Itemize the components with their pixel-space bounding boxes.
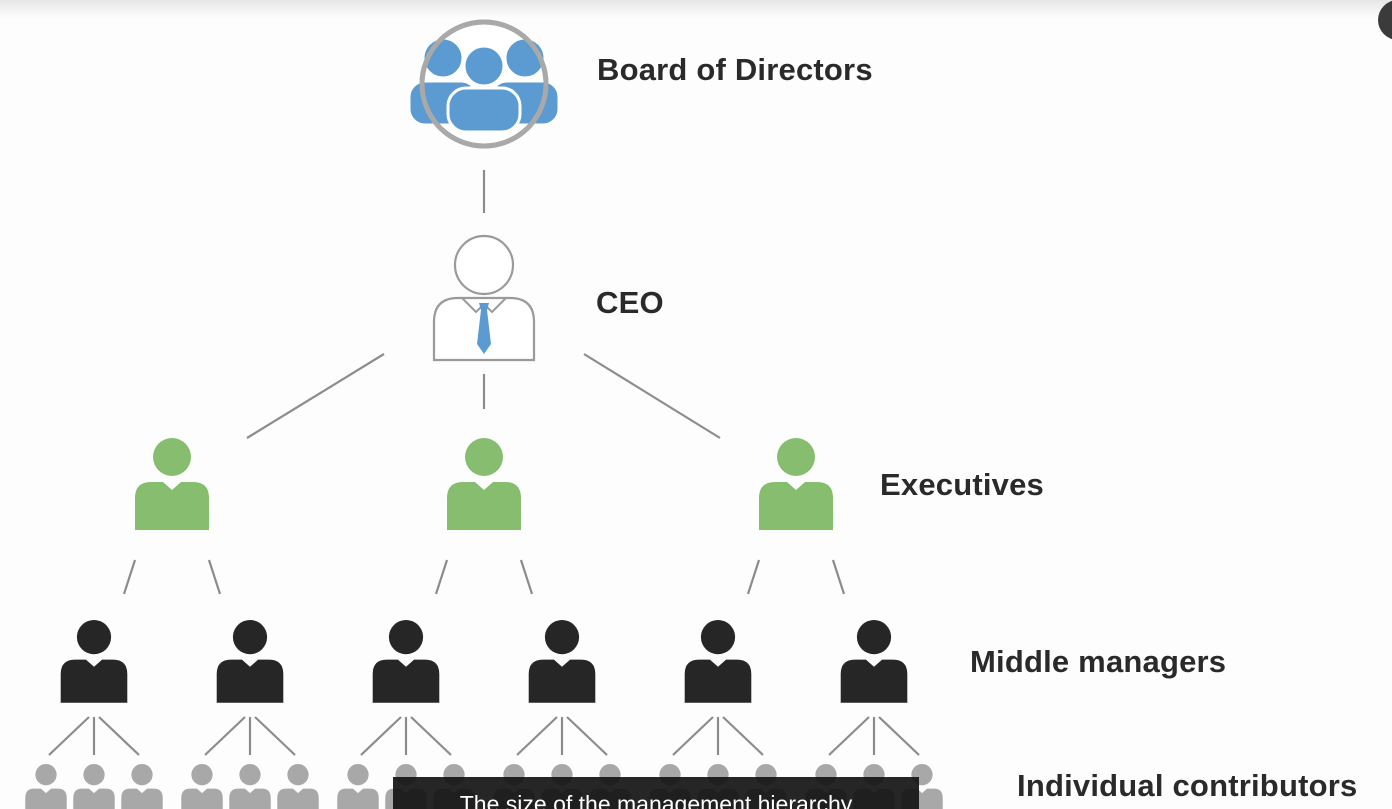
connector-ceo-exec-1 <box>246 353 385 439</box>
connector-mm-ic <box>410 716 452 756</box>
person-icon <box>60 620 128 703</box>
connector-mm-ic <box>254 716 296 756</box>
video-caption: The size of the management hierarchy <box>393 777 919 809</box>
person-icon <box>73 764 115 809</box>
person-with-tie-icon <box>432 234 536 362</box>
connector-exec-mm <box>746 559 761 595</box>
person-icon <box>229 764 271 809</box>
label-board-of-directors: Board of Directors <box>597 52 873 87</box>
person-icon <box>25 764 67 809</box>
person-icon <box>759 438 833 530</box>
connector-mm-ic <box>828 716 870 756</box>
top-shade <box>0 0 1392 18</box>
person-icon <box>216 620 284 703</box>
label-individual-contributors: Individual contributors <box>1017 768 1358 803</box>
connector-exec-mm <box>122 559 137 595</box>
connector-exec-mm <box>434 559 449 595</box>
person-icon <box>181 764 223 809</box>
connector-mm-ic <box>516 716 558 756</box>
person-icon <box>121 764 163 809</box>
person-icon <box>684 620 752 703</box>
label-middle-managers: Middle managers <box>970 644 1227 679</box>
person-icon <box>337 764 379 809</box>
connector-mm-ic <box>98 716 140 756</box>
label-executives: Executives <box>880 467 1044 502</box>
person-icon <box>277 764 319 809</box>
connector-mm-ic <box>48 716 90 756</box>
person-icon <box>528 620 596 703</box>
person-icon <box>840 620 908 703</box>
connector-mm-ic <box>360 716 402 756</box>
connector-exec-mm <box>519 559 534 595</box>
person-icon <box>447 438 521 530</box>
connector-exec-mm <box>831 559 846 595</box>
connector-mm-ic <box>672 716 714 756</box>
connector-ceo-exec-3 <box>583 353 721 439</box>
connector-mm-ic <box>878 716 920 756</box>
person-icon <box>372 620 440 703</box>
label-ceo: CEO <box>596 285 664 320</box>
connector-exec-mm <box>207 559 222 595</box>
connector-mm-ic <box>204 716 246 756</box>
corner-control-button[interactable] <box>1378 0 1392 40</box>
group-icon <box>407 19 561 149</box>
connector-mm-ic <box>722 716 764 756</box>
connector-mm-ic <box>566 716 608 756</box>
person-icon <box>135 438 209 530</box>
